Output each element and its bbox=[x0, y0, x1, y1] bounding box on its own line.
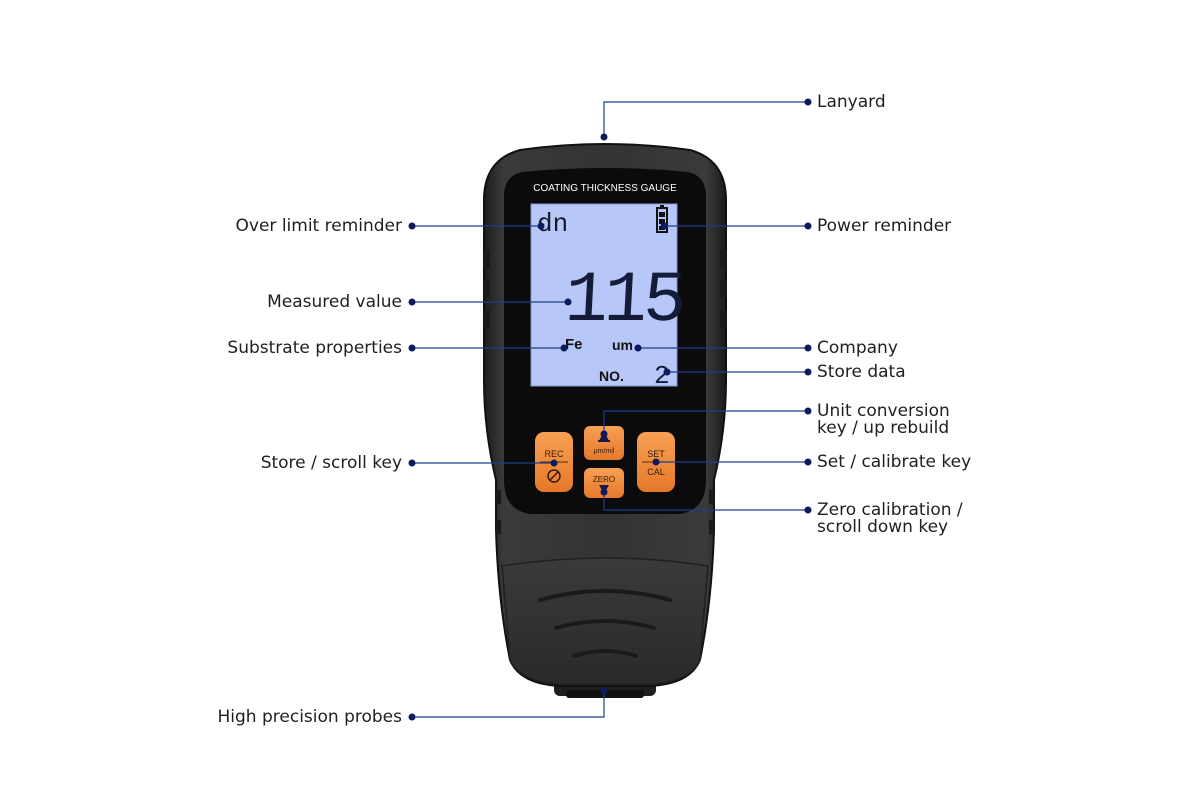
label-store-scroll-key: Store / scroll key bbox=[260, 453, 402, 473]
label-substrate-properties: Substrate properties bbox=[227, 338, 402, 358]
label-unit-conversion: Unit conversion key / up rebuild bbox=[817, 403, 950, 437]
label-store-data: Store data bbox=[817, 362, 906, 382]
unit-indicator: um bbox=[612, 337, 633, 353]
callout-dots bbox=[408, 98, 812, 721]
store-number: 2 bbox=[654, 361, 670, 391]
side-grips bbox=[484, 250, 726, 534]
label-zero-calibration-line2: scroll down key bbox=[817, 517, 949, 537]
cal-key-label: CAL bbox=[647, 467, 665, 477]
grip-ridges bbox=[538, 589, 672, 658]
label-zero-calibration: Zero calibration / scroll down key bbox=[817, 502, 963, 536]
label-zero-calibration-line1: Zero calibration / bbox=[817, 500, 963, 520]
device-header: COATING THICKNESS GAUGE bbox=[533, 183, 677, 194]
zero-key-label: ZERO bbox=[593, 475, 615, 484]
up-arrow-bar bbox=[598, 440, 610, 442]
unit-key-label: μm/mil bbox=[594, 448, 615, 455]
rec-key-label: REC bbox=[544, 449, 564, 459]
label-power-reminder: Power reminder bbox=[817, 216, 952, 236]
label-company: Company bbox=[817, 338, 898, 358]
label-measured-value: Measured value bbox=[267, 292, 402, 312]
unit-up-key[interactable] bbox=[584, 426, 624, 460]
store-label: NO. bbox=[599, 368, 624, 384]
callout-lines bbox=[412, 101, 808, 718]
label-over-limit-reminder: Over limit reminder bbox=[235, 216, 402, 236]
label-lanyard: Lanyard bbox=[817, 92, 886, 112]
label-unit-conversion-line2: key / up rebuild bbox=[817, 418, 950, 438]
lcd-screen bbox=[530, 203, 678, 387]
label-unit-conversion-line1: Unit conversion bbox=[817, 401, 950, 421]
set-key-label: SET bbox=[647, 449, 665, 459]
label-set-calibrate-key: Set / calibrate key bbox=[817, 452, 972, 472]
substrate-indicator: Fe bbox=[565, 336, 583, 353]
label-high-precision-probes: High precision probes bbox=[217, 707, 403, 727]
measured-value-display: 115 bbox=[563, 260, 685, 342]
zero-down-key[interactable] bbox=[584, 468, 624, 498]
no-symbol-icon bbox=[547, 469, 561, 483]
